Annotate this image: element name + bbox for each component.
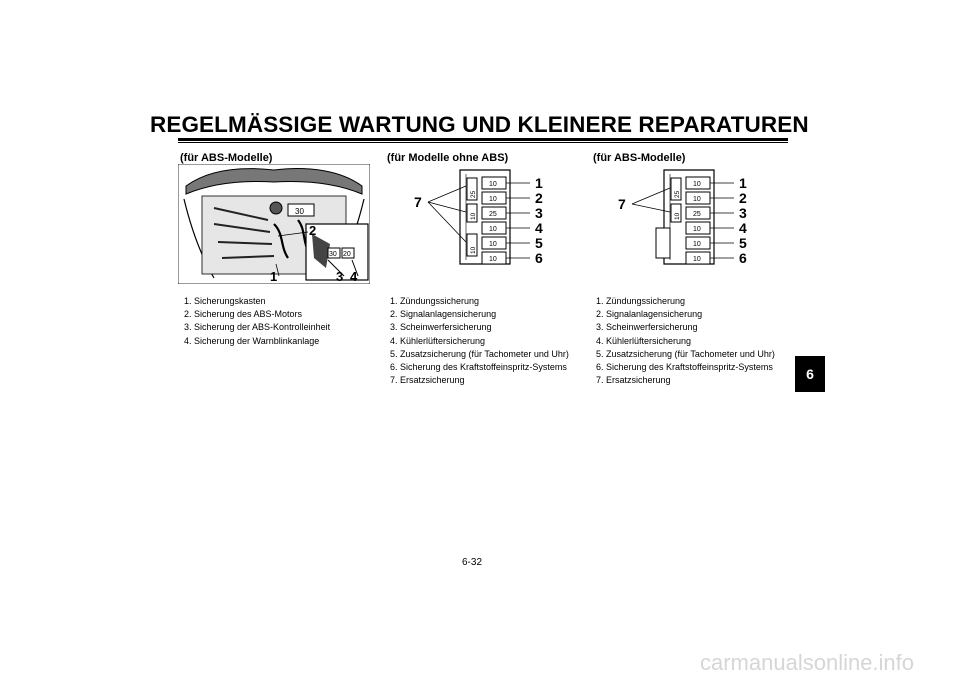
callout-1: 1 bbox=[535, 175, 543, 191]
header-rule-thin bbox=[178, 142, 788, 143]
page-number: 6-32 bbox=[462, 557, 483, 568]
legend-item: 6. Sicherung des Kraftstoffeinspritz-Sys… bbox=[596, 362, 773, 373]
col3-legend: 1. Zündungssicherung 2. Signalanlagensic… bbox=[596, 295, 775, 387]
callout-6: 6 bbox=[535, 250, 543, 266]
callout-3: 3 bbox=[336, 269, 343, 284]
legend-item: 1. Sicherungskasten bbox=[184, 296, 266, 306]
col1-legend: 1. Sicherungskasten 2. Sicherung des ABS… bbox=[184, 295, 330, 348]
legend-item: 5. Zusatzsicherung (für Tachometer und U… bbox=[390, 348, 569, 359]
callout-1: 1 bbox=[739, 175, 747, 191]
fuse-value: 25 bbox=[693, 211, 701, 218]
callout-4: 4 bbox=[535, 220, 543, 236]
fuse-value: 10 bbox=[693, 241, 701, 248]
photo-label-20: 20 bbox=[343, 251, 351, 258]
header-rule bbox=[178, 138, 788, 141]
legend-item: 3. Scheinwerfersicherung bbox=[390, 322, 492, 333]
legend-item: 3. Sicherung der ABS-Kontrolleinheit bbox=[184, 322, 331, 333]
fuse-box-diagram-abs: 10 10 25 10 10 10 25 10 1 2 3 4 5 6 7 bbox=[604, 164, 764, 281]
col2-legend: 1. Zündungssicherung 2. Signalanlagensic… bbox=[390, 295, 569, 387]
callout-3: 3 bbox=[535, 205, 543, 221]
callout-2: 2 bbox=[739, 190, 747, 206]
callout-3: 3 bbox=[739, 205, 747, 221]
spare-fuses: 25 10 10 bbox=[466, 177, 478, 257]
legend-item: 7. Ersatzsicherung bbox=[390, 375, 465, 386]
fuse-value: 10 bbox=[693, 256, 701, 263]
fuse-slots: 10 10 25 10 10 10 bbox=[685, 176, 711, 265]
page-header-title: REGELMÄSSIGE WARTUNG UND KLEINERE REPARA… bbox=[150, 112, 809, 137]
legend-item: 2. Signalanlagensicherung bbox=[390, 309, 497, 320]
callout-5: 5 bbox=[739, 235, 747, 251]
callout-2: 2 bbox=[309, 223, 316, 238]
spare-value: 10 bbox=[470, 212, 477, 220]
spare-value: 25 bbox=[470, 190, 477, 198]
motorcycle-fuse-photo: 30 30 20 2 1 3 4 bbox=[177, 163, 371, 289]
fuse-slots: 10 10 25 10 10 10 bbox=[481, 176, 507, 265]
col2-heading: (für Modelle ohne ABS) bbox=[387, 152, 509, 164]
chapter-tab: 6 bbox=[795, 356, 825, 392]
fuse-value: 10 bbox=[693, 196, 701, 203]
callout-6: 6 bbox=[739, 250, 747, 266]
watermark: carmanualsonline.info bbox=[700, 650, 915, 675]
legend-item: 6. Sicherung des Kraftstoffeinspritz-Sys… bbox=[390, 362, 567, 373]
callout-2: 2 bbox=[535, 190, 543, 206]
legend-item: 4. Kühlerlüftersicherung bbox=[390, 335, 486, 346]
legend-item: 7. Ersatzsicherung bbox=[596, 375, 671, 386]
spare-value: 25 bbox=[674, 190, 681, 198]
callout-4: 4 bbox=[350, 269, 358, 284]
spare-value: 10 bbox=[674, 212, 681, 220]
col3-heading: (für ABS-Modelle) bbox=[593, 152, 686, 164]
fuse-value: 10 bbox=[693, 181, 701, 188]
fuse-value: 10 bbox=[489, 181, 497, 188]
fuse-value: 10 bbox=[693, 226, 701, 233]
callout-7: 7 bbox=[618, 196, 626, 212]
callout-7: 7 bbox=[414, 194, 422, 210]
spare-value: 10 bbox=[470, 246, 477, 254]
legend-item: 1. Zündungssicherung bbox=[596, 296, 686, 306]
fuse-value: 10 bbox=[489, 256, 497, 263]
legend-item: 4. Kühlerlüftersicherung bbox=[596, 335, 692, 346]
callout-5: 5 bbox=[535, 235, 543, 251]
legend-item: 2. Sicherung des ABS-Motors bbox=[184, 309, 303, 320]
fuse-box-diagram-no-abs: 10 10 25 10 10 10 25 10 10 1 2 3 4 5 6 7 bbox=[400, 164, 560, 281]
legend-item: 1. Zündungssicherung bbox=[390, 296, 480, 306]
fuse-value: 10 bbox=[489, 241, 497, 248]
fuse-value: 25 bbox=[489, 211, 497, 218]
photo-label-30-a: 30 bbox=[295, 207, 304, 216]
legend-item: 2. Signalanlagensicherung bbox=[596, 309, 703, 320]
spare-fuses: 25 10 bbox=[655, 177, 682, 259]
fuse-value: 10 bbox=[489, 226, 497, 233]
legend-item: 3. Scheinwerfersicherung bbox=[596, 322, 698, 333]
callout-4: 4 bbox=[739, 220, 747, 236]
legend-item: 4. Sicherung der Warnblinkanlage bbox=[184, 335, 320, 346]
col1-heading: (für ABS-Modelle) bbox=[180, 152, 273, 164]
fuse-value: 10 bbox=[489, 196, 497, 203]
photo-label-30-b: 30 bbox=[329, 251, 337, 258]
legend-item: 5. Zusatzsicherung (für Tachometer und U… bbox=[596, 348, 775, 359]
callout-1: 1 bbox=[270, 269, 277, 284]
